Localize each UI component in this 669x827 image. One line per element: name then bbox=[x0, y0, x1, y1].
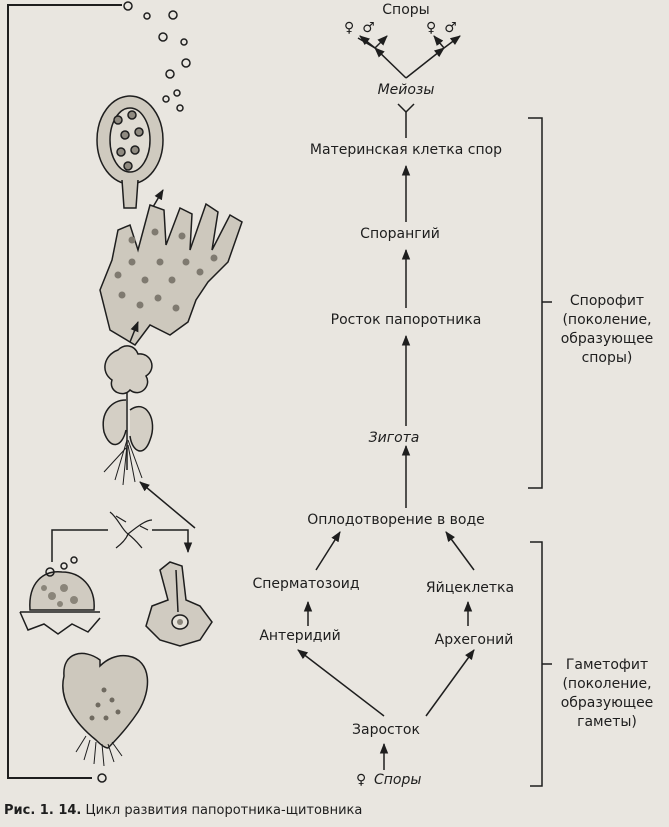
arrow-young-fern-to-frond bbox=[129, 321, 139, 343]
gametophyte-line-3: образующее bbox=[560, 695, 654, 711]
zygote-label: Зигота bbox=[368, 430, 420, 446]
archegonium-illustration bbox=[145, 561, 213, 647]
gametophyte-line-4: гаметы) bbox=[577, 714, 637, 730]
spores-bottom-label: Споры bbox=[374, 772, 422, 788]
embryo-illustration bbox=[109, 511, 153, 549]
egg-cell-label: Яйцеклетка bbox=[425, 580, 515, 596]
sporophyte-bracket bbox=[528, 117, 552, 489]
mother-cell-label: Материнская клетка спор bbox=[309, 142, 503, 158]
figure-number: Рис. 1. 14. bbox=[4, 803, 82, 818]
antheridium-label: Антеридий bbox=[259, 628, 341, 644]
connector-lines bbox=[51, 529, 193, 562]
sex-symbols-left: ♀♂ bbox=[344, 20, 383, 36]
spores-top-label: Споры bbox=[382, 2, 430, 18]
sporangium-label: Спорангий bbox=[360, 226, 440, 242]
meiosis-label: Мейозы bbox=[377, 82, 435, 98]
gametophyte-bracket bbox=[530, 541, 552, 787]
released-spores bbox=[123, 1, 191, 112]
sporophyte-line-2: (поколение, bbox=[562, 312, 652, 328]
cycle-return-line bbox=[7, 4, 122, 779]
young-fern-illustration bbox=[102, 345, 154, 486]
prothallus-illustration bbox=[62, 652, 149, 767]
arrow-embryo-to-young-fern bbox=[139, 481, 196, 529]
gametophyte-line-1: Гаметофит bbox=[565, 657, 649, 673]
sporophyte-line-3: образующее bbox=[560, 331, 654, 347]
gametophyte-line-2: (поколение, bbox=[562, 676, 652, 692]
spermatozoid-label: Сперматозоид bbox=[252, 576, 360, 592]
gametophyte-label: Гаметофит (поколение, образующее гаметы) bbox=[552, 656, 662, 732]
sporophyte-line-1: Спорофит bbox=[569, 293, 645, 309]
figure-caption: Рис. 1. 14. Цикл развития папоротника-щи… bbox=[4, 803, 362, 818]
prothallus-label: Заросток bbox=[352, 722, 420, 738]
fertilization-label: Оплодотворение в воде bbox=[307, 512, 485, 528]
antheridium-illustration bbox=[19, 556, 101, 635]
sex-symbols-right: ♀♂ bbox=[426, 20, 465, 36]
sex-symbol-bottom: ♀ bbox=[356, 772, 367, 788]
flow-arrows bbox=[297, 35, 475, 770]
figure-title: Цикл развития папоротника-щитовника bbox=[85, 803, 363, 818]
sporophyte-label: Спорофит (поколение, образующее споры) bbox=[552, 292, 662, 368]
fern-shoot-label: Росток папоротника bbox=[330, 312, 482, 328]
fern-frond-illustration bbox=[99, 202, 243, 346]
sporophyte-line-4: споры) bbox=[581, 350, 633, 366]
sporangium-illustration bbox=[96, 95, 164, 209]
archegonium-label: Архегоний bbox=[434, 632, 514, 648]
spore-dot bbox=[97, 773, 107, 783]
